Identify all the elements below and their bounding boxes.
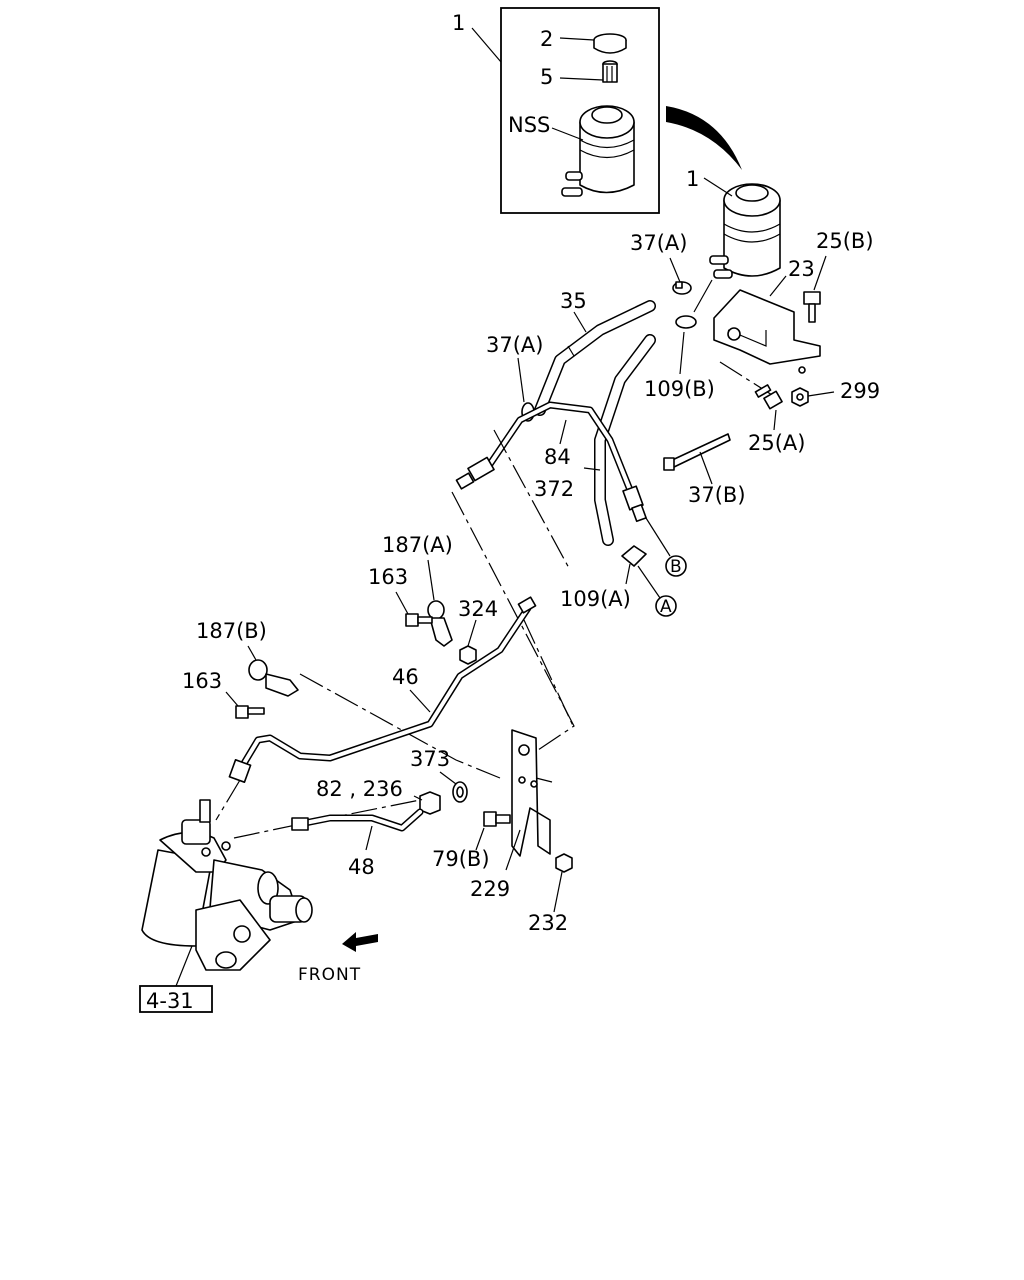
callout-nss: NSS <box>508 113 550 137</box>
reservoir-body-inset <box>561 105 635 197</box>
pressure-pipe-84 <box>482 401 634 494</box>
steering-gear-box <box>141 799 313 971</box>
washer-373 <box>452 781 468 803</box>
callout-35: 35 <box>560 289 587 313</box>
hose-clamp-109b <box>675 315 697 329</box>
callout-b: B <box>670 557 683 577</box>
clip-187a <box>427 600 453 647</box>
callout-46: 46 <box>392 665 419 689</box>
pipe-fitting-right <box>622 485 647 523</box>
pipe-fitting-46 <box>228 759 252 783</box>
pressure-pipe-46 <box>236 596 537 774</box>
callout-5: 5 <box>540 65 553 89</box>
nut-232 <box>555 853 573 873</box>
callout-48: 48 <box>348 855 375 879</box>
callout-373: 373 <box>410 747 450 771</box>
detail-arrow <box>666 106 742 170</box>
callout-37a-top: 37(A) <box>630 231 687 255</box>
front-direction-arrow-icon <box>342 932 378 952</box>
callout-109a: 109(A) <box>560 587 631 611</box>
pipe-fitting-left <box>455 456 495 490</box>
callout-79b: 79(B) <box>432 847 490 871</box>
callout-84: 84 <box>544 445 571 469</box>
callout-82-236: 82 , 236 <box>316 777 403 801</box>
cable-tie <box>663 433 731 471</box>
hose-clamp-109a <box>621 545 647 567</box>
return-pipe-48 <box>291 808 424 832</box>
hose-clamp-top <box>672 281 692 295</box>
callout-187b: 187(B) <box>196 619 267 643</box>
callout-2: 2 <box>540 27 553 51</box>
callout-a: A <box>660 597 673 617</box>
ref-box-4-31 <box>139 985 213 1013</box>
ref-box-label: 4-31 <box>146 989 194 1013</box>
callout-229: 229 <box>470 877 510 901</box>
hose-35 <box>534 300 656 416</box>
callout-187a: 187(A) <box>382 533 453 557</box>
callout-299: 299 <box>840 379 880 403</box>
reservoir-assembly <box>709 183 781 279</box>
ref-circle-b <box>665 555 687 577</box>
callout-372: 372 <box>534 477 574 501</box>
nut-324 <box>459 645 477 665</box>
callout-324: 324 <box>458 597 498 621</box>
bolt-25a <box>754 384 783 410</box>
bolt-163-top <box>405 613 433 627</box>
ref-circle-a <box>655 595 677 617</box>
callout-37b: 37(B) <box>688 483 746 507</box>
callout-1: 1 <box>686 167 699 191</box>
callout-163-top: 163 <box>368 565 408 589</box>
callout-25a: 25(A) <box>748 431 805 455</box>
callout-232: 232 <box>528 911 568 935</box>
return-hose-372 <box>594 334 656 546</box>
nut-299 <box>791 387 809 407</box>
reservoir-filter <box>602 60 618 83</box>
clip-187b <box>248 659 299 697</box>
callout-23: 23 <box>788 257 815 281</box>
callout-25b: 25(B) <box>816 229 874 253</box>
bolt-163-bottom <box>235 705 265 719</box>
bolt-25b <box>803 291 821 323</box>
front-label: FRONT <box>298 965 361 985</box>
bolt-79b <box>483 811 511 827</box>
pipe-bracket-229 <box>511 729 553 857</box>
reservoir-cap <box>593 33 627 54</box>
callout-37a-mid: 37(A) <box>486 333 543 357</box>
reservoir-bracket <box>713 289 821 374</box>
callout-163-bottom: 163 <box>182 669 222 693</box>
inset-box <box>500 7 660 214</box>
callout-1-inset: 1 <box>452 11 465 35</box>
callout-109b: 109(B) <box>644 377 715 401</box>
